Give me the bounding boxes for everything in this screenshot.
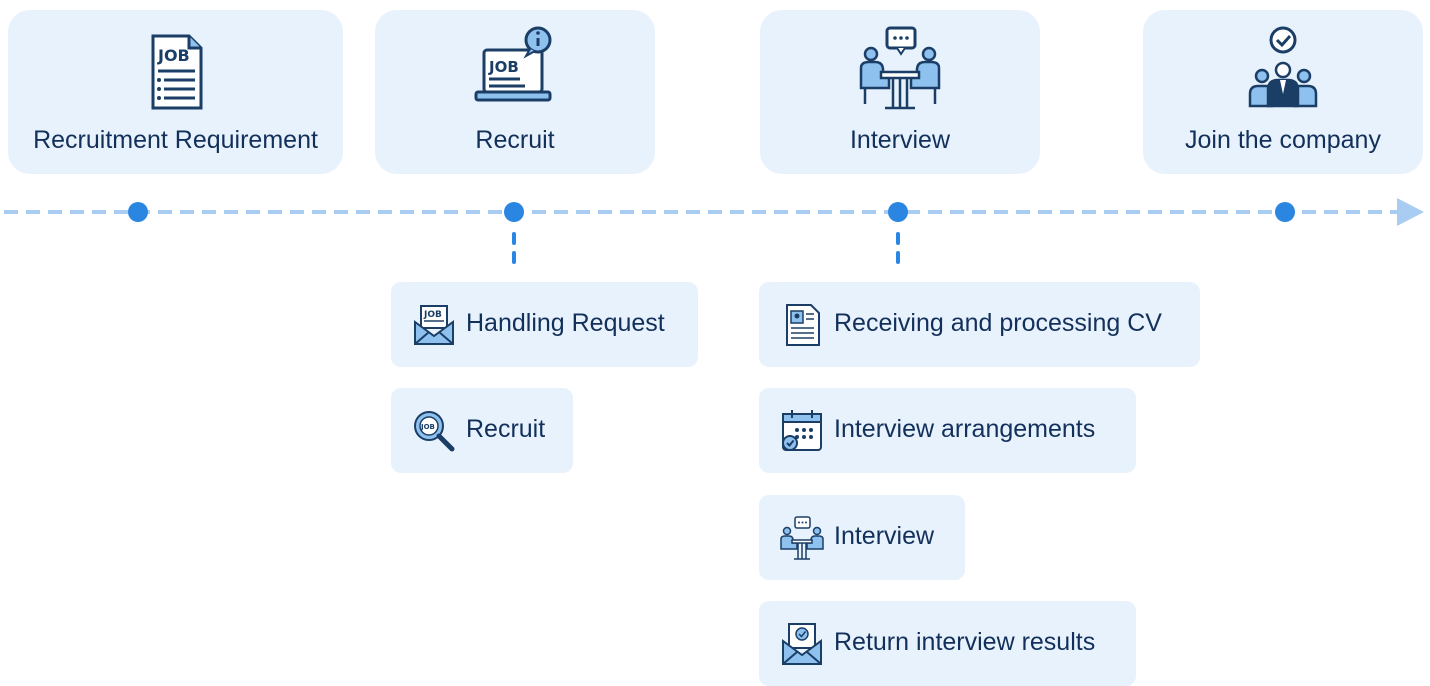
subitem-label: Recruit (466, 415, 546, 443)
connector-interview (896, 232, 900, 272)
job-search-icon: JOB (414, 411, 455, 452)
stage-card-recruit: JOB Recruit (375, 10, 655, 174)
timeline (4, 198, 1424, 226)
timeline-node-recruit (504, 202, 524, 222)
job-laptop-info-icon: JOB (474, 26, 552, 102)
stage-card-interview: Interview (760, 10, 1040, 174)
subitem-interview-arrangements: Interview arrangements (759, 388, 1136, 473)
stage-label: Interview (849, 126, 951, 154)
subitem-return-interview-results: Return interview results (759, 601, 1136, 686)
stage-label: Recruit (475, 126, 555, 154)
subitem-handling-request: JOB Handling Request (391, 282, 698, 367)
timeline-node-join-the-company (1275, 202, 1295, 222)
subitem-label: Interview arrangements (834, 415, 1096, 443)
subitem-label: Receiving and processing CV (834, 309, 1162, 337)
result-envelope-icon (782, 623, 822, 665)
stage-card-recruitment-requirement: JOB Recruitment Requirement (8, 10, 343, 174)
subitem-label: Return interview results (834, 628, 1096, 656)
job-document-icon: JOB (151, 34, 202, 110)
calendar-check-icon (782, 410, 822, 451)
svg-text:JOB: JOB (423, 310, 442, 320)
connector-recruit (512, 232, 516, 272)
svg-text:JOB: JOB (488, 58, 519, 76)
svg-text:JOB: JOB (420, 423, 435, 431)
subitem-label: Interview (834, 522, 935, 550)
stage-label: Join the company (1185, 126, 1381, 154)
cv-document-icon (786, 304, 820, 346)
svg-text:JOB: JOB (157, 46, 190, 65)
stage-card-join-the-company: Join the company (1143, 10, 1423, 174)
interview-meeting-icon (859, 26, 941, 110)
timeline-node-recruitment-requirement (128, 202, 148, 222)
job-envelope-icon: JOB (414, 305, 454, 345)
timeline-node-interview (888, 202, 908, 222)
stage-label: Recruitment Requirement (33, 126, 318, 154)
subitem-interview: Interview (759, 495, 965, 580)
subitem-recruit: JOB Recruit (391, 388, 573, 473)
timeline-arrow-head (1397, 198, 1424, 226)
interview-small-icon (780, 516, 824, 560)
subitem-label: Handling Request (466, 309, 665, 337)
subitem-receiving-and-processing-cv: Receiving and processing CV (759, 282, 1200, 367)
team-check-icon (1248, 26, 1318, 108)
